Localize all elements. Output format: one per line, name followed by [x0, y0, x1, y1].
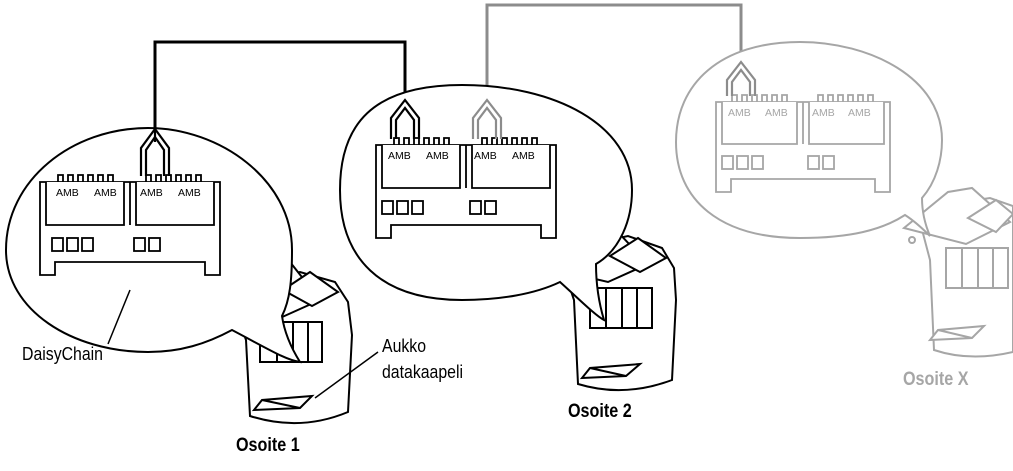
amb-label: AMB: [728, 107, 751, 119]
amb-labels-board-x: AMB AMB AMB AMB: [728, 107, 871, 119]
amb-label: AMB: [56, 187, 79, 199]
board-1: [39, 174, 221, 276]
address-2-label: Osoite 2: [568, 401, 632, 422]
amb-label: AMB: [426, 150, 449, 162]
cable-black-1-to-2: [153, 40, 407, 142]
plug-board-x: [725, 60, 757, 96]
amb-label: AMB: [474, 150, 497, 162]
cable-gray-2-to-x: [485, 3, 743, 110]
amb-label: AMB: [765, 107, 788, 119]
amb-label: AMB: [848, 107, 871, 119]
plug-board-2-gray: [471, 98, 503, 139]
address-x-label: Osoite X: [903, 369, 969, 390]
opening-label-line2: datakaapeli: [382, 362, 464, 382]
opening-label-line1: Aukko: [382, 336, 427, 356]
plug-board-2-black: [389, 98, 421, 139]
board-2: [375, 137, 557, 239]
amb-labels-board-2: AMB AMB AMB AMB: [388, 150, 535, 162]
amb-labels-board-1: AMB AMB AMB AMB: [56, 187, 201, 199]
amb-label: AMB: [388, 150, 411, 162]
amb-label: AMB: [512, 150, 535, 162]
amb-label: AMB: [94, 187, 117, 199]
address-1-label: Osoite 1: [236, 435, 300, 456]
device-address-x: [901, 186, 1013, 358]
amb-label: AMB: [178, 187, 201, 199]
amb-label: AMB: [812, 107, 835, 119]
amb-label: AMB: [140, 187, 163, 199]
plug-board-1: [139, 127, 171, 176]
board-x: [715, 94, 891, 193]
leader-lines: [107, 289, 379, 399]
daisychain-label: DaisyChain: [22, 344, 104, 364]
